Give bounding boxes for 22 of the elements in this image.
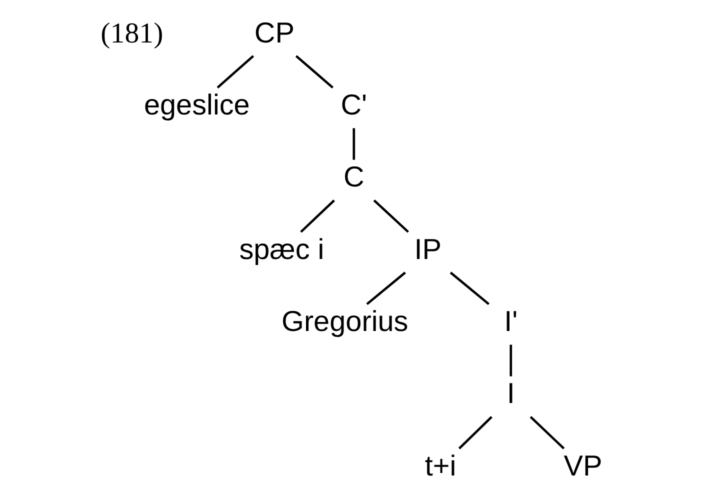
node-text: I [506, 378, 514, 410]
node-text: spæc i [238, 234, 324, 266]
node-text: IP [414, 234, 442, 266]
node-text: C [342, 162, 364, 194]
connector [458, 416, 492, 450]
connector [372, 200, 408, 233]
node-text: C' [340, 90, 367, 122]
node-text: egeslice [143, 90, 250, 122]
connector [509, 344, 512, 376]
connector [294, 55, 334, 88]
node-text: I' [504, 306, 518, 338]
connector [449, 272, 490, 306]
node-text: Gregorius [281, 306, 408, 338]
connector [366, 272, 406, 306]
connector [300, 200, 334, 233]
node-text: VP [563, 450, 602, 482]
node-text: t+i [424, 450, 456, 482]
connector [352, 128, 355, 160]
connector [529, 416, 564, 450]
label: (181) [100, 17, 163, 50]
node-text: CP [254, 17, 294, 50]
connector [216, 55, 254, 88]
